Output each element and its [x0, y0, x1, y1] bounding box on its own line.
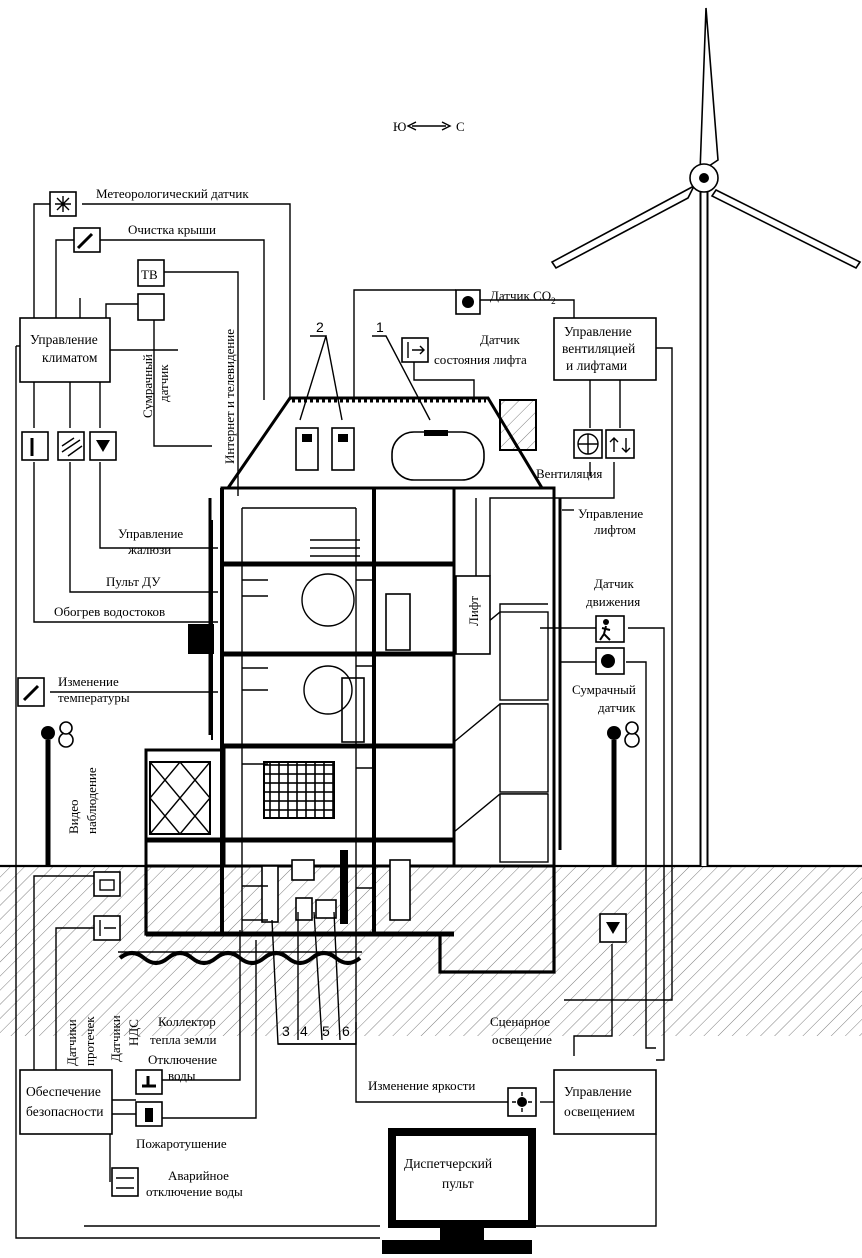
street-lamp-right: [607, 721, 640, 866]
scenario-lighting-label-1: Сценарное: [490, 1014, 550, 1029]
labels: Метеорологический датчик Очистка крыши С…: [54, 186, 643, 1199]
dispatcher-line1: Диспетчерский: [404, 1156, 492, 1171]
water-meter-icon: [93, 871, 121, 897]
ventilation-controller-line1: Управление: [564, 324, 632, 339]
twilight-sensor-top-label-2: датчик: [156, 364, 171, 402]
moon-sun-icon: [137, 293, 165, 321]
motion-sensor-label-2: движения: [586, 594, 640, 609]
lift-control-label-1: Управление: [578, 506, 643, 521]
callout-4: 4: [300, 1023, 308, 1039]
lamp-icon: [507, 1087, 537, 1117]
video-label-2: наблюдение: [84, 767, 99, 834]
co2-subscript: 2: [551, 296, 556, 306]
motion-sensor-label-1: Датчик: [594, 576, 634, 591]
tv-label: ТВ: [141, 267, 158, 282]
lift-state-sensor-label-1: Датчик: [480, 332, 520, 347]
valve-icon: [111, 1167, 139, 1197]
wiring: [15, 203, 673, 1239]
security-controller-line2: безопасности: [26, 1104, 104, 1119]
ground-sensor-icon: [599, 913, 627, 943]
security-controller-line1: Обеспечение: [26, 1084, 101, 1099]
climate-controller-line2: климатом: [42, 350, 98, 365]
thermometer-icon: [21, 431, 49, 461]
ground: [0, 864, 862, 1036]
blinds-control-label-1: Управление: [118, 526, 183, 541]
street-lamp-left: [41, 721, 74, 866]
callout-5: 5: [322, 1023, 330, 1039]
gutter-heating-label: Обогрев водостоков: [54, 604, 165, 619]
wind-turbine-icon: [550, 7, 862, 866]
temp-change-label-2: температуры: [58, 690, 130, 705]
compass-north: С: [456, 119, 465, 134]
lift-state-sensor-label-2: состояния лифта: [434, 352, 527, 367]
dispatcher-monitor[interactable]: Диспетчерский пульт: [382, 1128, 536, 1254]
lighting-controller-line1: Управление: [564, 1084, 632, 1099]
emergency-water-label-1: Аварийное: [168, 1168, 229, 1183]
brush-icon: [73, 227, 101, 253]
callouts: 1 2 3 4 5 6: [282, 319, 384, 1039]
thermometer-outside-icon: [17, 677, 45, 707]
ventilation-controller-line3: и лифтами: [566, 358, 627, 373]
tv-icon: ТВ: [137, 259, 165, 287]
leak-sensors-label-2: протечек: [82, 1016, 97, 1066]
callout-2: 2: [316, 319, 324, 335]
lift-sensor-icon: [401, 337, 429, 363]
fan-icon: [573, 429, 603, 459]
temp-change-label-1: Изменение: [58, 674, 119, 689]
twilight-sensor-top-label-1: Сумрачный: [140, 354, 155, 418]
dispatcher-line2: пульт: [442, 1176, 474, 1191]
blinds-icon: [89, 431, 117, 461]
ventilation-controller-line2: вентиляцией: [562, 341, 635, 356]
ventilation-controller[interactable]: Управление вентиляцией и лифтами: [553, 317, 657, 381]
co2-sensor-text: Датчик CO: [490, 288, 551, 303]
security-controller[interactable]: Обеспечение безопасности: [19, 1069, 113, 1135]
house: [118, 396, 562, 974]
twilight-icon: [595, 647, 625, 675]
co2-icon: [455, 289, 481, 315]
callout-1: 1: [376, 319, 384, 335]
internet-tv-label: Интернет и телевидение: [222, 329, 237, 464]
extinguisher-icon: [135, 1101, 163, 1127]
lift-label: Лифт: [466, 596, 481, 626]
ventilation-label: Вентиляция: [536, 466, 602, 481]
water-shutoff-label-2: воды: [168, 1068, 196, 1083]
callout-3: 3: [282, 1023, 290, 1039]
climate-controller[interactable]: Управление климатом: [19, 317, 111, 383]
nds-sensors-label-2: НДС: [126, 1019, 141, 1046]
twilight-sensor-right-label-1: Сумрачный: [572, 682, 636, 697]
emergency-water-label-2: отключение воды: [146, 1184, 243, 1199]
heating-icon: [57, 431, 85, 461]
compass: Ю С: [393, 119, 465, 134]
lift-arrows-icon: [605, 429, 635, 459]
compass-south: Ю: [393, 119, 406, 134]
roof-cleaning-label: Очистка крыши: [128, 222, 216, 237]
motion-icon: [595, 615, 625, 643]
video-label-1: Видео: [66, 799, 81, 834]
twilight-sensor-right-label-2: датчик: [598, 700, 636, 715]
ground-collector-label-1: Коллектор: [158, 1014, 216, 1029]
climate-controller-line1: Управление: [30, 332, 98, 347]
leak-sensors-label-1: Датчики: [64, 1019, 79, 1066]
tap-icon: [135, 1069, 163, 1095]
remote-label: Пульт ДУ: [106, 574, 161, 589]
brightness-change-label: Изменение яркости: [368, 1078, 475, 1093]
lighting-controller[interactable]: Управление освещением: [553, 1069, 657, 1135]
blinds-control-label-2: жалюзи: [127, 542, 171, 557]
nds-sensors-label-1: Датчики: [108, 1015, 123, 1062]
lift-control-label-2: лифтом: [594, 522, 636, 537]
ground-collector-label-2: тепла земли: [150, 1032, 217, 1047]
spiral-stair: [301, 539, 360, 715]
sensor-icon: [93, 915, 121, 941]
co2-sensor-label: Датчик CO2: [490, 288, 556, 306]
callout-6: 6: [342, 1023, 350, 1039]
lighting-controller-line2: освещением: [564, 1104, 635, 1119]
meteo-sensor-label: Метеорологический датчик: [96, 186, 249, 201]
snowflake-icon: [49, 191, 77, 217]
scenario-lighting-label-2: освещение: [492, 1032, 552, 1047]
water-shutoff-label-1: Отключение: [148, 1052, 217, 1067]
fire-extinguishing-label: Пожаротушение: [136, 1136, 227, 1151]
